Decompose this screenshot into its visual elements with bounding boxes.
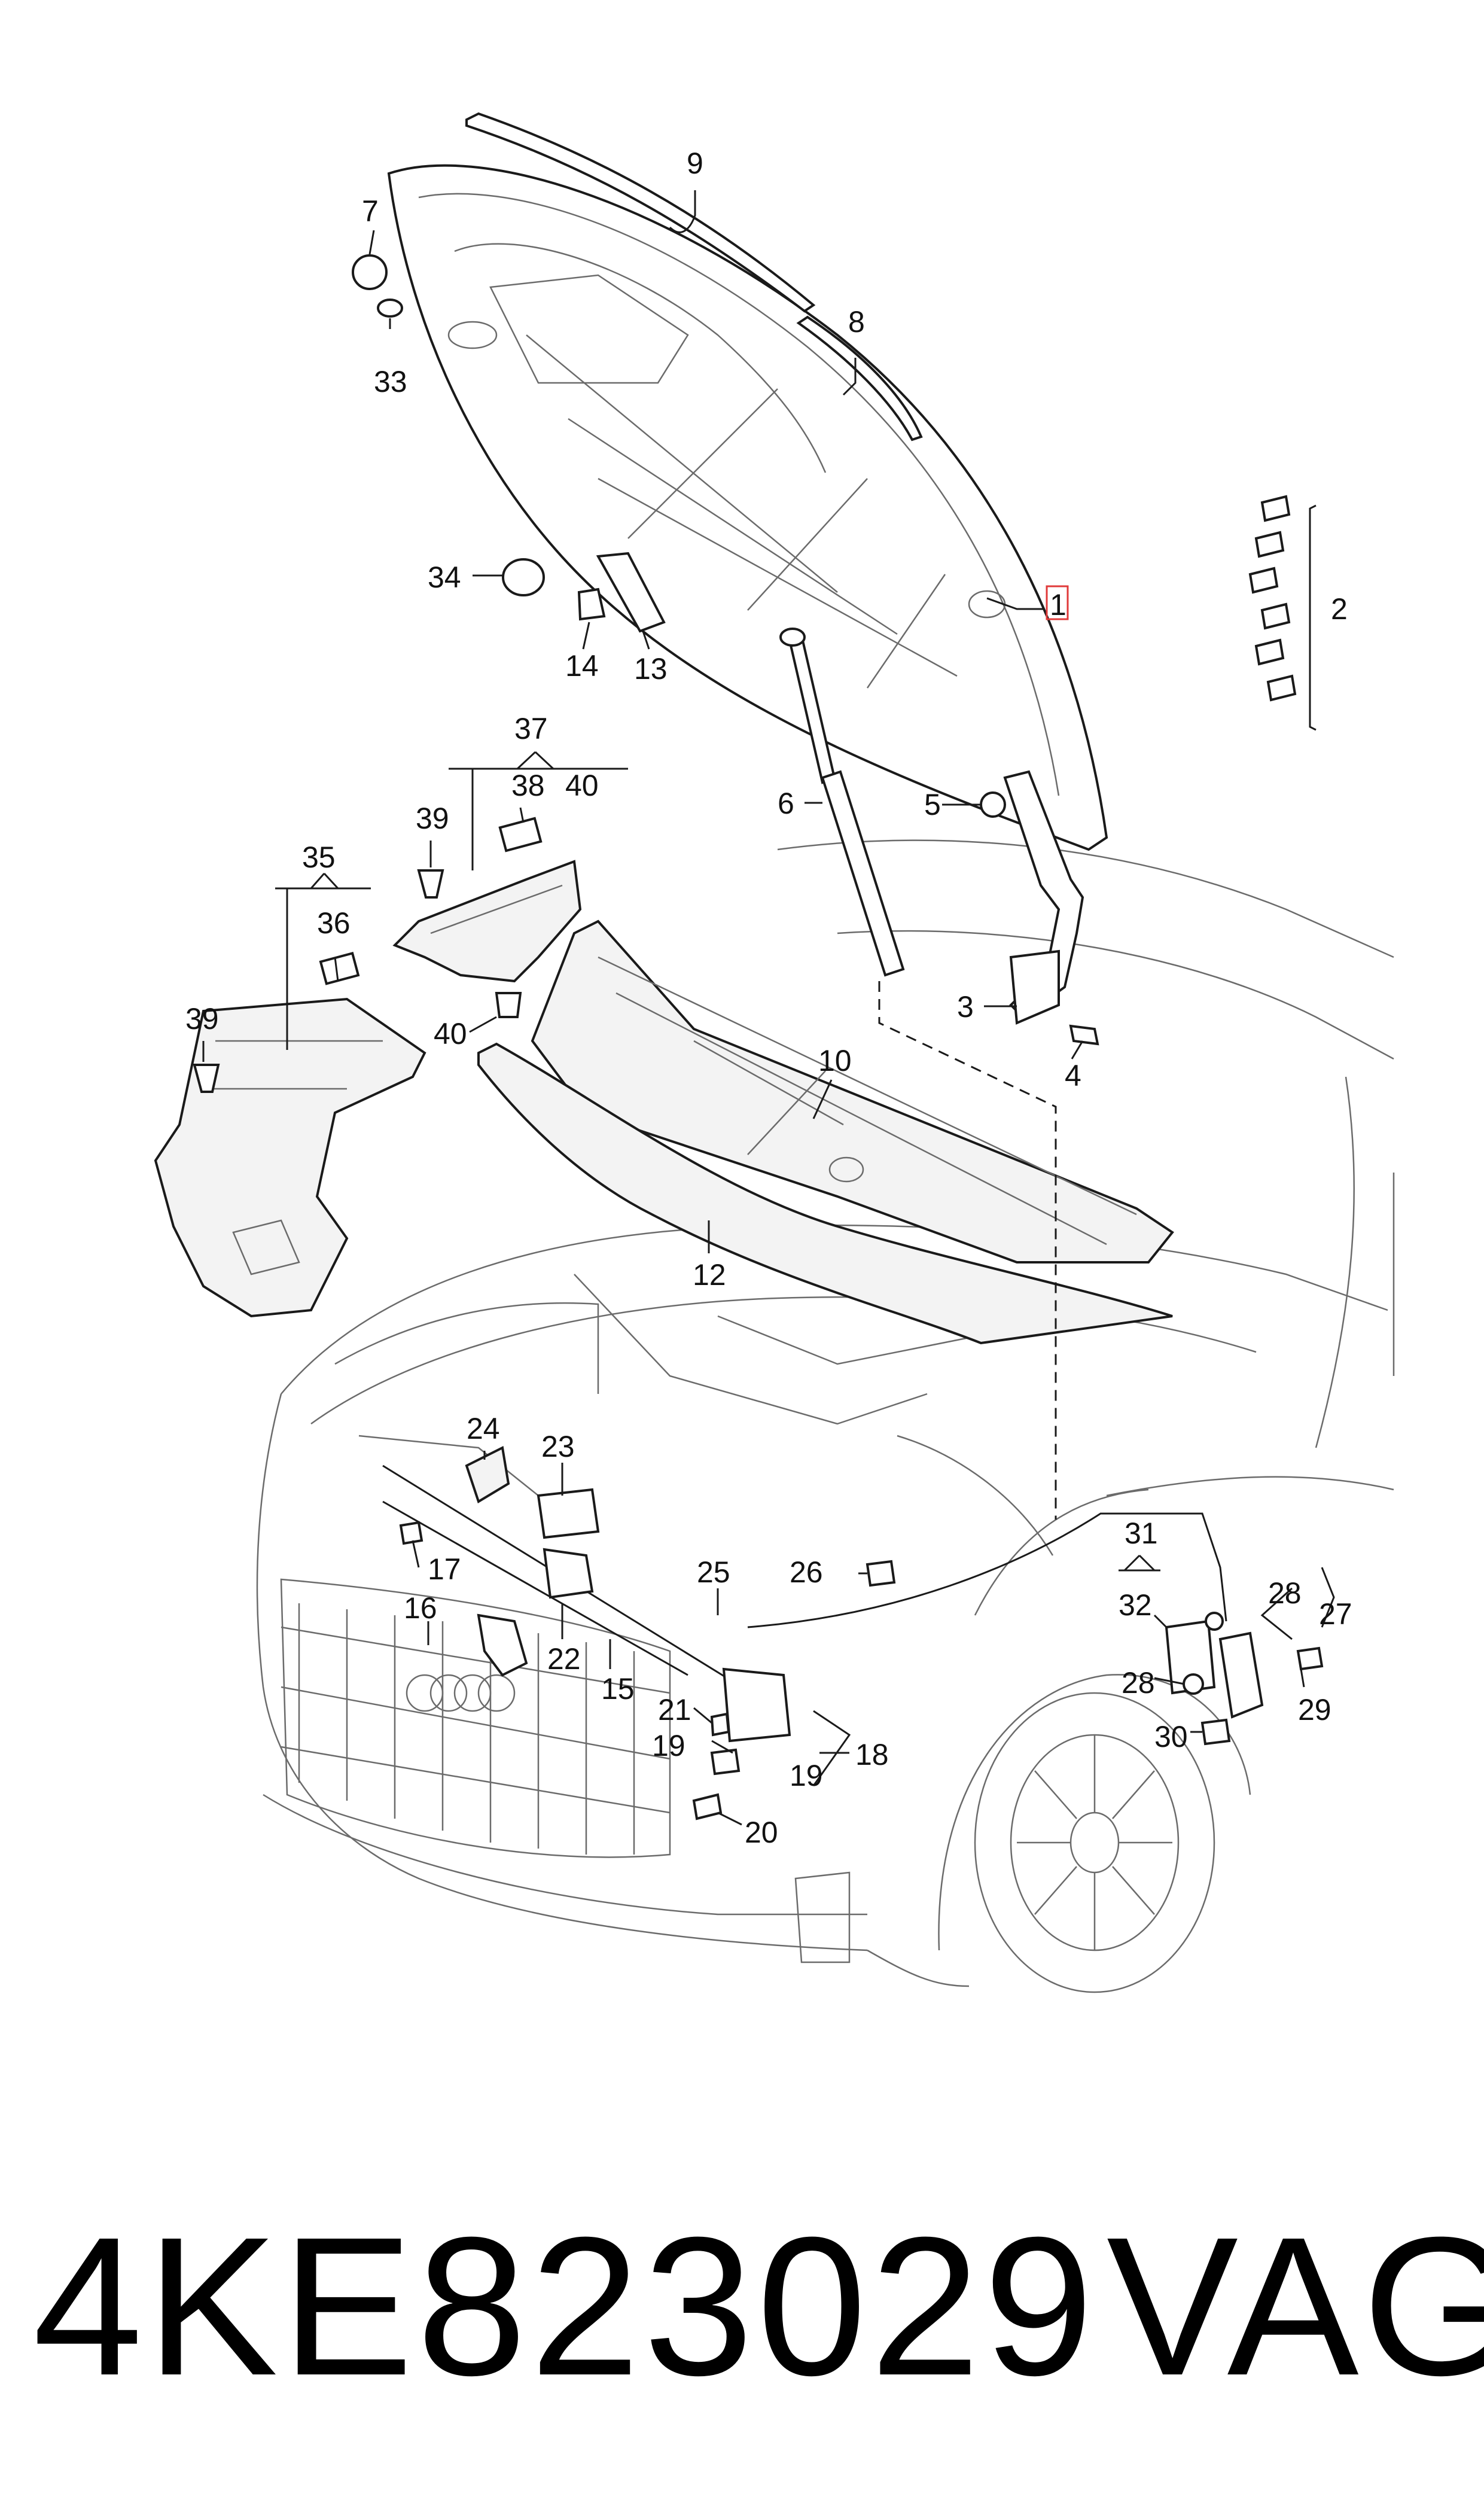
callout-13: 13 (634, 652, 668, 686)
latch-18 (722, 1667, 791, 1743)
hood-seal-9 (465, 112, 816, 313)
callout-39b: 39 (185, 1002, 219, 1036)
hood-hinge (1003, 770, 1084, 1025)
callout-32: 32 (1119, 1588, 1152, 1622)
callout-28b: 28 (1122, 1666, 1155, 1700)
callout-16: 16 (404, 1591, 437, 1625)
connector-19 (710, 1748, 741, 1776)
callout-37: 37 (514, 712, 548, 745)
callout-33: 33 (374, 365, 407, 398)
callout-14: 14 (565, 649, 599, 683)
seal-strip (477, 1042, 1173, 1345)
callout-7: 7 (362, 194, 379, 228)
buffer-14 (577, 587, 606, 621)
callout-19a: 19 (652, 1729, 685, 1762)
callout-2: 2 (1331, 592, 1348, 626)
cover-panel-left (154, 997, 426, 1318)
callout-34: 34 (428, 561, 461, 594)
callout-22: 22 (547, 1642, 581, 1676)
callout-6: 6 (778, 787, 794, 820)
callout-15: 15 (601, 1672, 635, 1706)
clip-39-a (417, 869, 444, 899)
callout-4: 4 (1065, 1059, 1081, 1092)
hinge-bolt-4 (1069, 1024, 1099, 1046)
release-cable-25 (747, 1512, 1227, 1628)
callout-40a: 40 (565, 769, 599, 802)
callout-1-highlight (1046, 585, 1069, 620)
gas-strut (779, 628, 905, 977)
nut-32 (1205, 1612, 1224, 1631)
grommet-33 (377, 299, 403, 318)
callout-31: 31 (1125, 1517, 1158, 1550)
callout-12: 12 (693, 1258, 726, 1292)
callout-25: 25 (697, 1555, 730, 1589)
buffer-30 (1200, 1718, 1231, 1746)
callout-23: 23 (541, 1430, 575, 1463)
latch-16 (477, 1613, 528, 1677)
latch-22 (543, 1548, 594, 1599)
callout-29: 29 (1298, 1693, 1331, 1727)
callout-35: 35 (302, 841, 336, 874)
bracket-31 (1165, 1619, 1216, 1695)
callout-24: 24 (467, 1412, 500, 1445)
callout-28a: 28 (1268, 1576, 1302, 1610)
hood-seal-8 (796, 315, 923, 442)
cover-panel-right (392, 860, 582, 983)
clip-40 (495, 992, 522, 1018)
screw-set (1248, 495, 1297, 702)
release-cable-2 (382, 1500, 688, 1676)
callout-10: 10 (818, 1044, 852, 1077)
callout-21: 21 (658, 1693, 691, 1727)
label-plate-36 (319, 951, 360, 985)
brand-caption: VAG (1107, 2196, 1484, 2416)
clip-21 (710, 1712, 730, 1737)
car-body-outline (256, 839, 1395, 1993)
clip-26 (866, 1560, 896, 1587)
bracket-23 (537, 1488, 600, 1539)
striker-27 (1218, 1631, 1264, 1719)
callout-19b: 19 (790, 1759, 823, 1792)
callout-labels: 1 2 3 4 5 6 7 8 9 10 12 13 14 15 16 17 1… (185, 147, 1352, 1849)
hood-panel (387, 164, 1108, 851)
callout-1: 1 (1050, 588, 1066, 622)
part-number-caption: 4KE823029 (33, 2196, 1097, 2416)
callout-38: 38 (511, 769, 545, 802)
callout-26: 26 (790, 1555, 823, 1589)
callout-36: 36 (317, 906, 351, 940)
grommet-34 (502, 558, 545, 596)
callout-18: 18 (855, 1738, 889, 1771)
bracket-13 (596, 552, 666, 633)
callout-9: 9 (687, 147, 703, 180)
nut-28 (1183, 1673, 1204, 1695)
bolt-29 (1296, 1646, 1324, 1671)
callout-5: 5 (924, 788, 941, 821)
callout-20: 20 (745, 1816, 778, 1849)
bolt-20 (692, 1793, 723, 1820)
callout-17: 17 (428, 1552, 461, 1586)
callout-8: 8 (848, 305, 865, 339)
leader-lines (202, 190, 1335, 1826)
clip-39-b (193, 1064, 220, 1093)
callout-39a: 39 (416, 802, 449, 835)
callout-40b: 40 (434, 1017, 467, 1051)
callout-30: 30 (1154, 1720, 1188, 1753)
callout-27: 27 (1319, 1597, 1352, 1631)
callout-3: 3 (957, 990, 974, 1024)
handle-24 (465, 1446, 510, 1503)
label-plate-38 (498, 817, 543, 852)
hinge-nut-5 (980, 791, 1006, 818)
buffer-7 (352, 254, 388, 290)
switch-17 (399, 1521, 423, 1545)
